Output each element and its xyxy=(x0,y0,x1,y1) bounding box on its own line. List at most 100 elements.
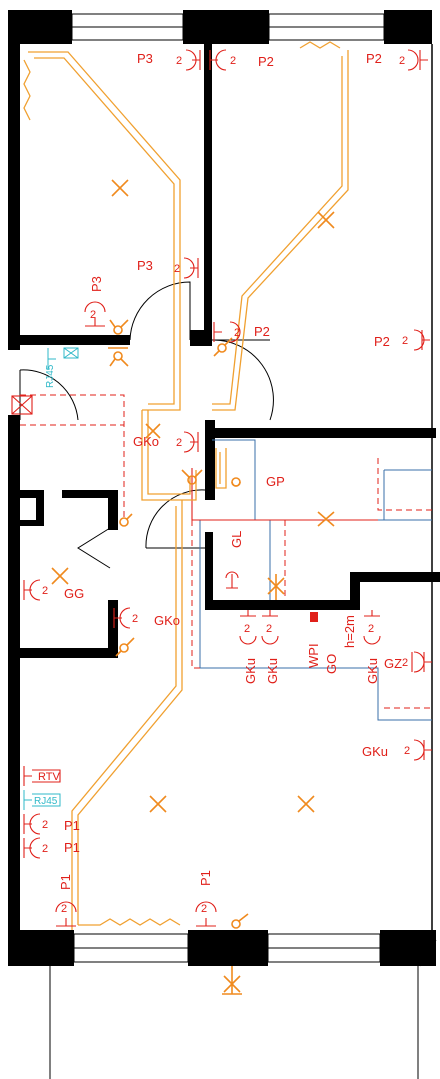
label-p1-vertical-mid: P1 xyxy=(198,870,213,886)
circuit-number: 2 xyxy=(402,657,408,669)
bathroom-fixtures xyxy=(225,571,413,672)
circuit-number: 2 xyxy=(174,263,180,275)
sockets xyxy=(23,49,432,927)
label-p1-vertical-left: P1 xyxy=(58,874,73,890)
wall-light-icon xyxy=(267,574,285,600)
tv-outlet-icon xyxy=(23,766,61,786)
label-p2-top-left: P2 xyxy=(258,54,274,69)
switch-icon xyxy=(108,347,129,367)
circuit-number: 2 xyxy=(176,55,182,67)
socket-icon xyxy=(413,329,430,351)
socket-icon xyxy=(239,610,257,645)
socket-circuit-numbers: 2 2 2 2 2 2 2 2 2 2 2 2 2 2 2 2 2 2 2 xyxy=(42,55,410,915)
label-go: GO xyxy=(324,654,339,674)
label-p1-a: P1 xyxy=(64,818,80,833)
label-gku-3: GKu xyxy=(365,658,380,684)
tv-outlet: RTV xyxy=(23,766,61,786)
circuit-number: 2 xyxy=(404,745,410,757)
label-p2-right: P2 xyxy=(374,334,390,349)
fan-icon xyxy=(225,571,239,589)
label-gz: GZ xyxy=(384,656,402,671)
socket-icon xyxy=(55,901,77,927)
ceiling-light-icon xyxy=(317,511,335,527)
walls xyxy=(8,10,440,1079)
network-outlets: RJ45 RJ45 xyxy=(23,347,79,810)
circuit-number: 2 xyxy=(234,327,240,339)
ceiling-light-icon xyxy=(111,179,129,197)
label-p3-mid: P3 xyxy=(137,258,153,273)
network-label: RJ45 xyxy=(45,364,56,388)
socket-icon xyxy=(261,610,279,645)
socket-icon xyxy=(185,49,201,71)
socket-icon xyxy=(23,813,41,835)
circuit-number: 2 xyxy=(201,903,207,915)
network-outlet-icon xyxy=(23,790,61,810)
label-gp: GP xyxy=(266,474,285,489)
network-box-icon xyxy=(63,347,79,359)
circuit-number: 2 xyxy=(244,623,250,635)
circuit-number: 2 xyxy=(61,903,67,915)
switch-icon xyxy=(119,513,133,527)
label-p2-mid: P2 xyxy=(254,324,270,339)
switch-icon xyxy=(181,469,203,485)
socket-icon xyxy=(413,651,432,673)
circuit-lines xyxy=(20,394,432,709)
outdoor-light-icon xyxy=(222,966,242,995)
distribution-box-icon xyxy=(11,395,33,415)
label-p3-top: P3 xyxy=(137,51,153,66)
switch-icon xyxy=(231,477,241,487)
label-gl: GL xyxy=(229,531,244,548)
socket-icon xyxy=(84,301,106,327)
label-gg: GG xyxy=(64,586,84,601)
switches xyxy=(108,319,249,929)
label-p3-vertical: P3 xyxy=(89,276,104,292)
circuit-number: 2 xyxy=(402,335,408,347)
junction-box-icon xyxy=(310,612,318,622)
label-gku-2: GKu xyxy=(265,658,280,684)
socket-icon xyxy=(213,321,241,343)
socket-icon xyxy=(113,607,131,629)
socket-icon xyxy=(23,837,41,859)
switch-icon xyxy=(231,913,249,929)
light-points xyxy=(51,179,335,995)
network-label: RJ45 xyxy=(34,796,58,807)
circuit-number: 2 xyxy=(42,843,48,855)
switch-icon xyxy=(115,637,135,657)
ceiling-light-icon xyxy=(145,423,161,439)
room-labels: P3 P2 P2 P3 P3 P2 P2 GKo GP GL GG GKo GK… xyxy=(58,51,402,890)
socket-icon xyxy=(183,431,199,453)
label-height: h=2m xyxy=(342,615,357,648)
circuit-number: 2 xyxy=(132,613,138,625)
switch-icon xyxy=(109,319,129,335)
ceiling-light-icon xyxy=(51,567,69,585)
label-p1-b: P1 xyxy=(64,840,80,855)
socket-icon xyxy=(183,257,199,279)
circuit-number: 2 xyxy=(230,55,236,67)
circuit-number: 2 xyxy=(176,437,182,449)
label-gku-1: GKu xyxy=(243,658,258,684)
circuit-number: 2 xyxy=(368,623,374,635)
ceiling-light-icon xyxy=(149,795,167,813)
label-gko-2: GKo xyxy=(154,613,180,628)
socket-icon xyxy=(195,901,217,927)
tv-label: RTV xyxy=(38,771,60,783)
socket-icon xyxy=(413,739,432,761)
circuit-number: 2 xyxy=(42,819,48,831)
label-wpi: WPI xyxy=(306,643,321,668)
socket-icon xyxy=(407,49,428,71)
socket-icon xyxy=(23,579,41,601)
circuit-number: 2 xyxy=(399,55,405,67)
circuit-number: 2 xyxy=(266,623,272,635)
cable-routes xyxy=(23,41,349,930)
label-p2-top-right: P2 xyxy=(366,51,382,66)
socket-icon xyxy=(209,49,227,71)
ceiling-light-icon xyxy=(297,795,315,813)
circuit-number: 2 xyxy=(90,309,96,321)
network-outlet-icon xyxy=(47,348,56,370)
ceiling-light-icon xyxy=(317,211,335,229)
socket-icon xyxy=(363,610,381,645)
distribution-box xyxy=(11,395,33,415)
circuit-number: 2 xyxy=(42,585,48,597)
switch-icon xyxy=(213,337,233,357)
